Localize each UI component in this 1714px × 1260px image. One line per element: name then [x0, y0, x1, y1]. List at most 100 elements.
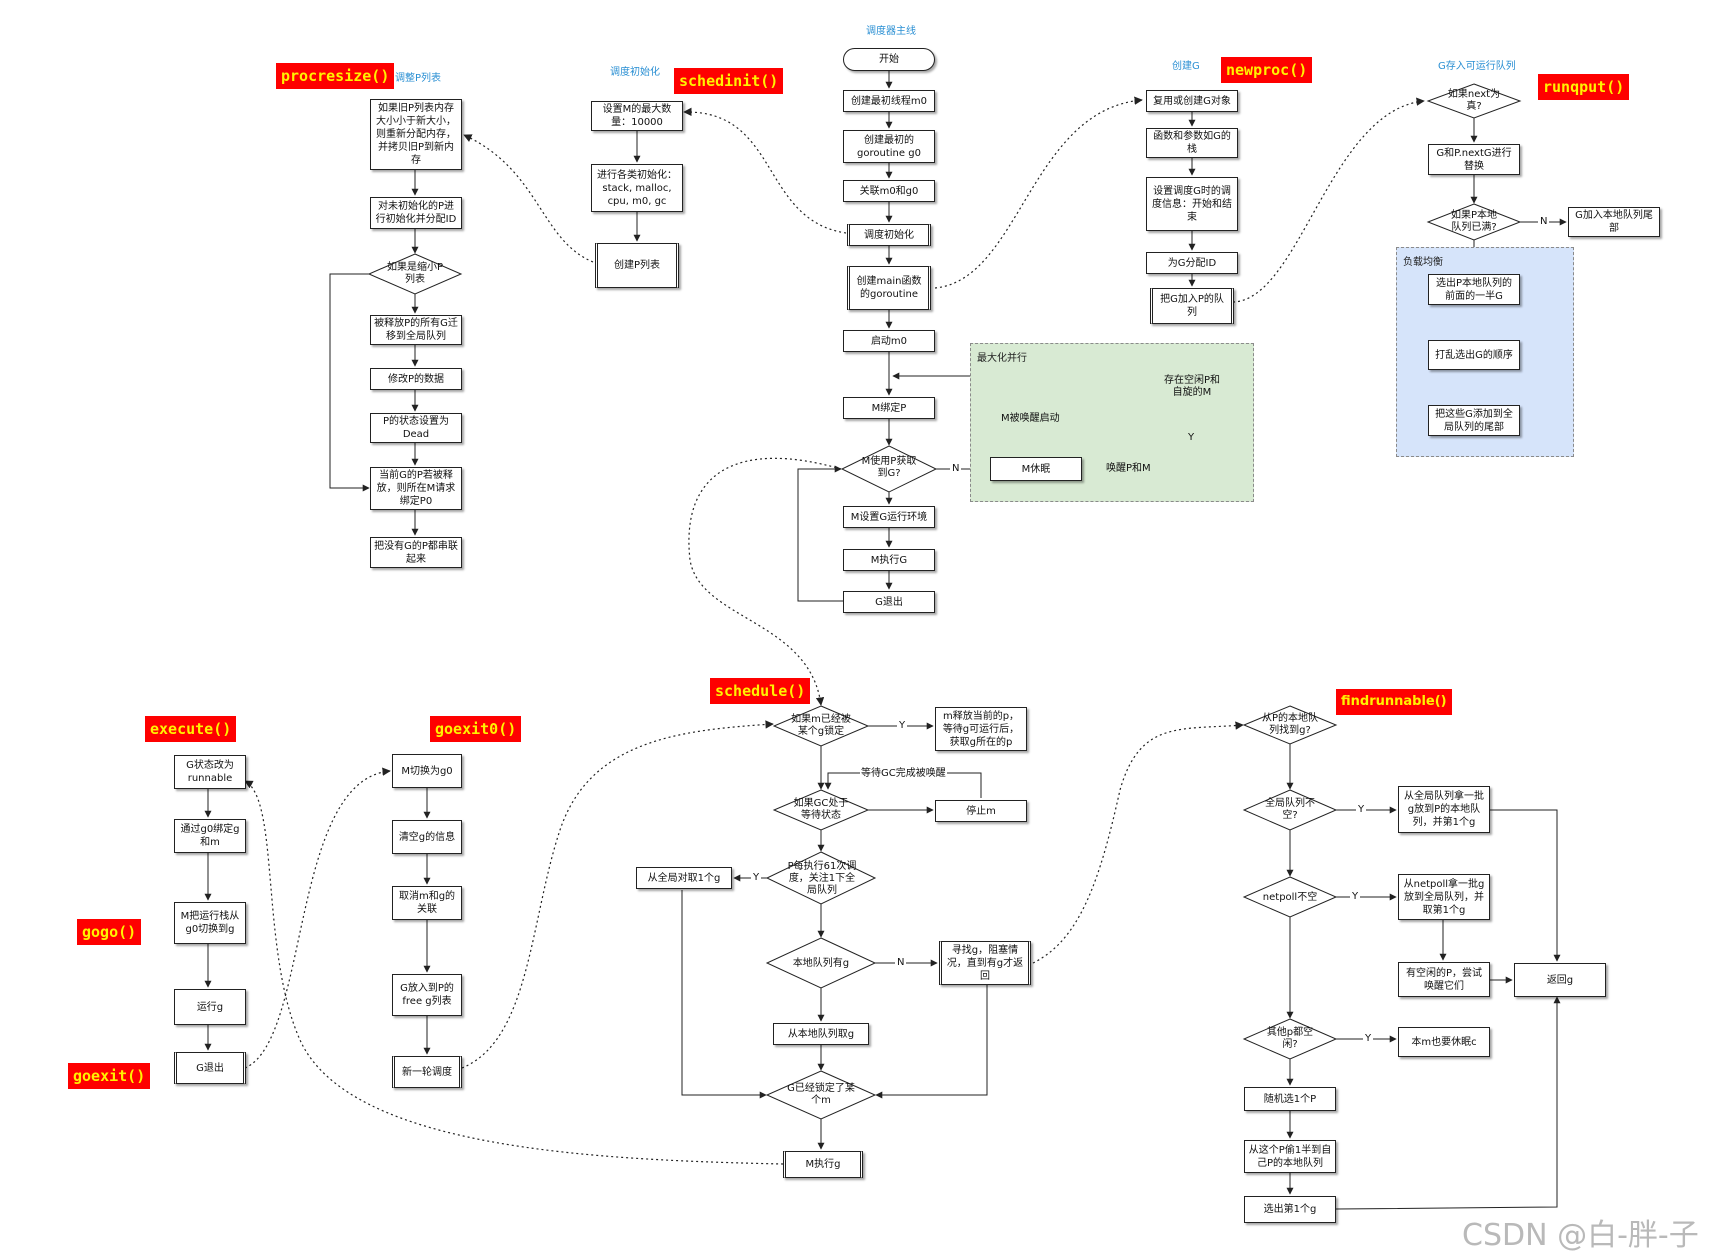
node-m1: 开始	[843, 48, 935, 71]
node-m9: M使用P获取到G?	[861, 456, 917, 479]
node-mp3: 存在空闲P和自旋的M	[1163, 375, 1221, 398]
node-s9: 寻找g，阻塞情况，直到有g才返回	[939, 941, 1031, 985]
node-m11: M执行G	[843, 549, 935, 571]
node-f5: 从netpoll拿一批g放到全局队列，并取第1个g	[1398, 874, 1490, 920]
node-s11: G已经锁定了某个m	[787, 1083, 855, 1106]
node-si3: 创建P列表	[595, 243, 679, 288]
node-rq2: G和P.nextG进行替换	[1428, 144, 1520, 175]
caption-store-g: G存入可运行队列	[1438, 61, 1516, 72]
node-np3: 设置调度G时的调度信息：开始和结束	[1146, 177, 1238, 231]
node-x2: 清空g的信息	[392, 820, 462, 854]
node-m8: M绑定P	[843, 397, 935, 419]
node-rq1: 如果next为真?	[1447, 89, 1501, 112]
node-m4: 关联m0和g0	[843, 180, 935, 202]
node-rq6: 打乱选出G的顺序	[1428, 340, 1520, 370]
node-si1: 设置M的最大数量：10000	[591, 101, 683, 131]
node-rq5: 选出P本地队列的前面的一半G	[1428, 274, 1520, 305]
node-f3: 从全局队列拿一批g放到P的本地队列，并第1个g	[1398, 786, 1490, 833]
label-goexit0: goexit0()	[430, 716, 522, 742]
yn-s8-n: N	[895, 957, 907, 969]
node-s8: 本地队列有g	[792, 958, 850, 969]
node-s12: M执行g	[783, 1151, 863, 1178]
node-pr5: 修改P的数据	[370, 368, 462, 390]
node-s10: 从本地队列取g	[773, 1023, 869, 1045]
node-si2: 进行各类初始化：stack, malloc, cpu, m0, gc	[591, 164, 683, 212]
node-s5: 停止m	[935, 800, 1027, 822]
node-m7: 启动m0	[843, 330, 935, 352]
node-x3: 取消m和g的关联	[392, 886, 462, 920]
node-f8: 其他p都空闲?	[1266, 1027, 1314, 1050]
node-m10: M设置G运行环境	[843, 506, 935, 528]
node-m5: 调度初始化	[847, 224, 931, 246]
node-rq4: G加入本地队列尾部	[1568, 207, 1660, 237]
node-s4: 如果GC处于等待状态	[793, 798, 849, 821]
node-pr2: 对未初始化的P进行初始化并分配ID	[370, 197, 462, 229]
yn-rq3-n: N	[1538, 216, 1550, 228]
node-np5: 把G加入P的队列	[1150, 288, 1234, 324]
node-np1: 复用或创建G对象	[1146, 90, 1238, 112]
caption-create-g: 创建G	[1172, 61, 1200, 72]
yn-s1-y: Y	[897, 720, 908, 732]
node-f11: 从这个P偷1半到自己P的本地队列	[1244, 1140, 1336, 1173]
label-newproc: newproc()	[1221, 57, 1313, 83]
label-execute: execute()	[145, 716, 237, 742]
node-f7: 返回g	[1514, 963, 1606, 997]
node-np2: 函数和参数如G的栈	[1146, 128, 1238, 158]
label-findrunnable: findrunnable()	[1336, 689, 1452, 715]
node-f4: netpoll不空	[1262, 892, 1318, 903]
node-mp1: M休眠	[990, 457, 1082, 481]
label-schedinit: schedinit()	[674, 68, 784, 94]
node-rq7: 把这些G添加到全局队列的尾部	[1428, 405, 1520, 436]
node-s1: 如果m已经被某个g锁定	[791, 714, 851, 737]
label-gogo: gogo()	[77, 919, 142, 945]
node-e3: M把运行栈从g0切换到g	[174, 902, 246, 944]
node-np4: 为G分配ID	[1146, 252, 1238, 274]
label-procresize: procresize()	[276, 63, 395, 89]
node-f9: 本m也要休眠c	[1398, 1027, 1490, 1057]
yn-s6-y: Y	[751, 872, 762, 884]
node-s3: 等待GC完成被唤醒	[860, 767, 947, 780]
yn-f4-y: Y	[1350, 891, 1361, 903]
node-m6: 创建main函数的goroutine	[847, 266, 931, 310]
node-pr4: 被释放P的所有G迁移到全局队列	[370, 315, 462, 345]
node-x5: 新一轮调度	[392, 1056, 462, 1088]
node-s7: 从全局对取1个g	[636, 867, 732, 889]
node-pr8: 把没有G的P都串联起来	[370, 537, 462, 568]
node-e4: 运行g	[174, 989, 246, 1025]
caption-adjust-p: 调整P列表	[395, 73, 442, 84]
region-parallel-title: 最大化并行	[977, 353, 1027, 364]
node-x4: G放入到P的free g列表	[392, 974, 462, 1016]
node-pr7: 当前G的P若被释放，则所在M请求绑定P0	[370, 467, 462, 510]
label-goexit: goexit()	[68, 1063, 151, 1089]
node-e2: 通过g0绑定g和m	[174, 819, 246, 853]
node-f12: 选出第1个g	[1244, 1196, 1336, 1223]
node-s6: P每执行61次调度，关注1下全局队列	[787, 861, 857, 896]
label-schedule: schedule()	[710, 678, 811, 704]
node-s2: m释放当前的p，等待g可运行后，获取g所在的p	[935, 707, 1027, 751]
watermark: CSDN @白-胖-子	[1462, 1218, 1699, 1253]
node-rq3: 如果P本地队列已满?	[1450, 210, 1498, 233]
node-pr1: 如果旧P列表内存大小小于新大小，则重新分配内存，并拷贝旧P到新内存	[370, 99, 462, 170]
node-mp4: 唤醒P和M	[1105, 462, 1152, 475]
node-pr6: P的状态设置为Dead	[370, 413, 462, 443]
region-balance-title: 负载均衡	[1403, 257, 1443, 268]
node-m2: 创建最初线程m0	[843, 90, 935, 112]
yn-f2-y: Y	[1356, 804, 1367, 816]
node-x1: M切换为g0	[392, 754, 462, 788]
label-runqput: runqput()	[1538, 74, 1630, 100]
node-mp2: M被唤醒启动	[1000, 412, 1061, 425]
node-e1: G状态改为runnable	[174, 755, 246, 789]
node-m3: 创建最初的goroutine g0	[843, 130, 935, 163]
node-f10: 随机选1个P	[1244, 1087, 1336, 1111]
node-f2: 全局队列不空?	[1265, 798, 1315, 821]
caption-main: 调度器主线	[866, 26, 916, 37]
yn-m9-n: N	[950, 463, 962, 475]
node-f6: 有空闲的P，尝试唤醒它们	[1398, 962, 1490, 997]
node-e5: G退出	[174, 1052, 246, 1084]
node-pr3: 如果是缩小P列表	[386, 262, 444, 285]
yn-mp3-y: Y	[1186, 432, 1197, 444]
node-f1: 从P的本地队列找到g?	[1261, 713, 1319, 736]
node-m12: G退出	[843, 591, 935, 613]
